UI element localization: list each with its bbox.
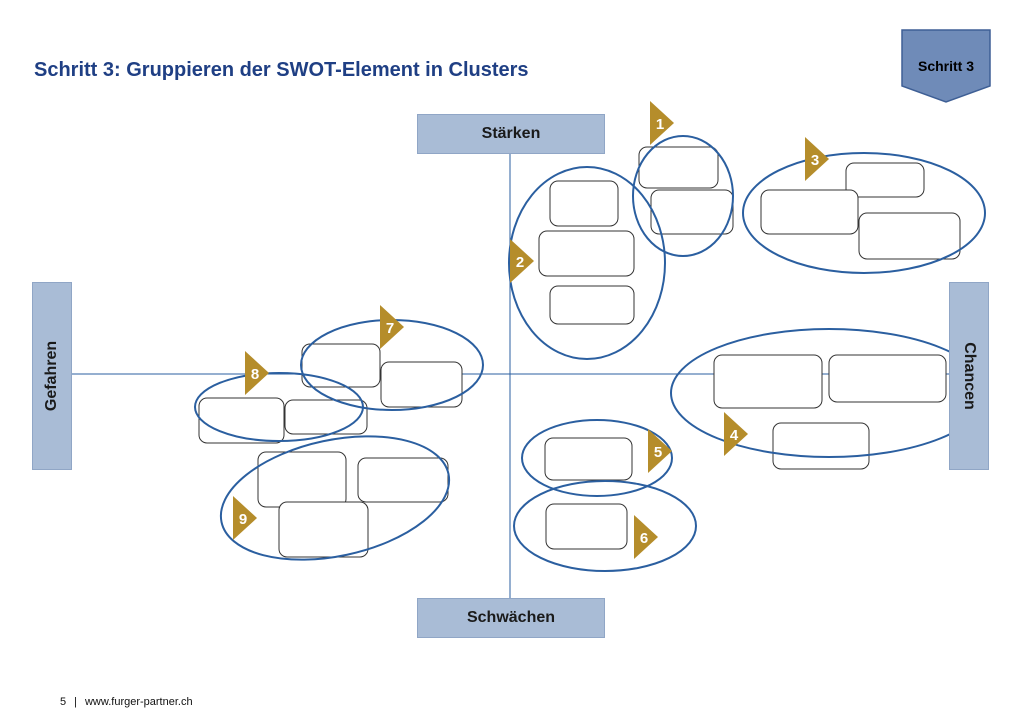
cluster-number-7: 7 xyxy=(386,320,394,337)
axis-label-gefahren: Gefahren xyxy=(32,282,72,470)
cluster-number-6: 6 xyxy=(640,530,648,547)
element-box xyxy=(538,230,635,277)
element-box xyxy=(772,422,870,470)
axis-label-schwaechen: Schwächen xyxy=(417,598,605,638)
cluster-number-5: 5 xyxy=(654,444,662,461)
cluster-marker-1 xyxy=(650,101,674,145)
cluster-number-8: 8 xyxy=(251,366,259,383)
cluster-ellipse-9 xyxy=(219,435,451,561)
element-box xyxy=(549,285,635,325)
element-box xyxy=(650,189,734,235)
cluster-number-1: 1 xyxy=(656,116,664,133)
element-box xyxy=(549,180,619,227)
cluster-marker-5 xyxy=(648,429,672,473)
cluster-ellipse-3 xyxy=(742,152,986,274)
cluster-ellipse-6 xyxy=(513,480,697,572)
axis-label-chancen: Chancen xyxy=(949,282,989,470)
axis-label-gefahren-text: Gefahren xyxy=(43,340,60,412)
element-box xyxy=(638,146,719,189)
footer: 5 | www.furger-partner.ch xyxy=(60,696,193,708)
step-badge-label: Schritt 3 xyxy=(917,58,974,74)
cluster-ellipse-1 xyxy=(632,135,734,257)
element-box xyxy=(284,399,368,435)
cluster-number-3: 3 xyxy=(811,152,819,169)
cluster-ellipse-2 xyxy=(508,166,666,360)
element-box xyxy=(713,354,823,409)
step-badge-shape xyxy=(901,29,991,103)
element-box xyxy=(845,162,925,198)
element-box xyxy=(301,343,381,388)
cluster-marker-6 xyxy=(634,515,658,559)
element-box xyxy=(858,212,961,260)
element-box xyxy=(828,354,947,403)
cluster-marker-2 xyxy=(510,239,534,283)
element-box xyxy=(257,451,347,508)
footer-url: www.furger-partner.ch xyxy=(84,696,193,708)
cluster-ellipse-8 xyxy=(194,372,364,442)
axis-label-staerken-text: Stärken xyxy=(481,125,541,142)
step-badge: Schritt 3 xyxy=(900,28,992,104)
element-box xyxy=(278,501,369,558)
element-box xyxy=(198,397,285,444)
axis-label-schwaechen-text: Schwächen xyxy=(466,609,556,626)
cluster-number-9: 9 xyxy=(239,511,247,528)
axis-label-chancen-text: Chancen xyxy=(961,342,979,410)
element-box xyxy=(545,503,628,550)
footer-separator: | xyxy=(74,696,77,708)
element-box xyxy=(544,437,633,481)
axis-label-staerken: Stärken xyxy=(417,114,605,154)
cluster-number-4: 4 xyxy=(730,427,739,444)
cluster-marker-8 xyxy=(245,351,269,395)
cluster-ellipse-5 xyxy=(521,419,673,497)
cluster-marker-7 xyxy=(380,305,404,349)
page-title: Schritt 3: Gruppieren der SWOT-Element i… xyxy=(34,59,529,81)
cluster-number-2: 2 xyxy=(516,254,524,271)
element-box xyxy=(760,189,859,235)
cluster-marker-9 xyxy=(233,496,257,540)
element-box xyxy=(357,457,449,503)
page-number: 5 xyxy=(60,696,67,708)
cluster-marker-4 xyxy=(724,412,748,456)
cluster-marker-3 xyxy=(805,137,829,181)
